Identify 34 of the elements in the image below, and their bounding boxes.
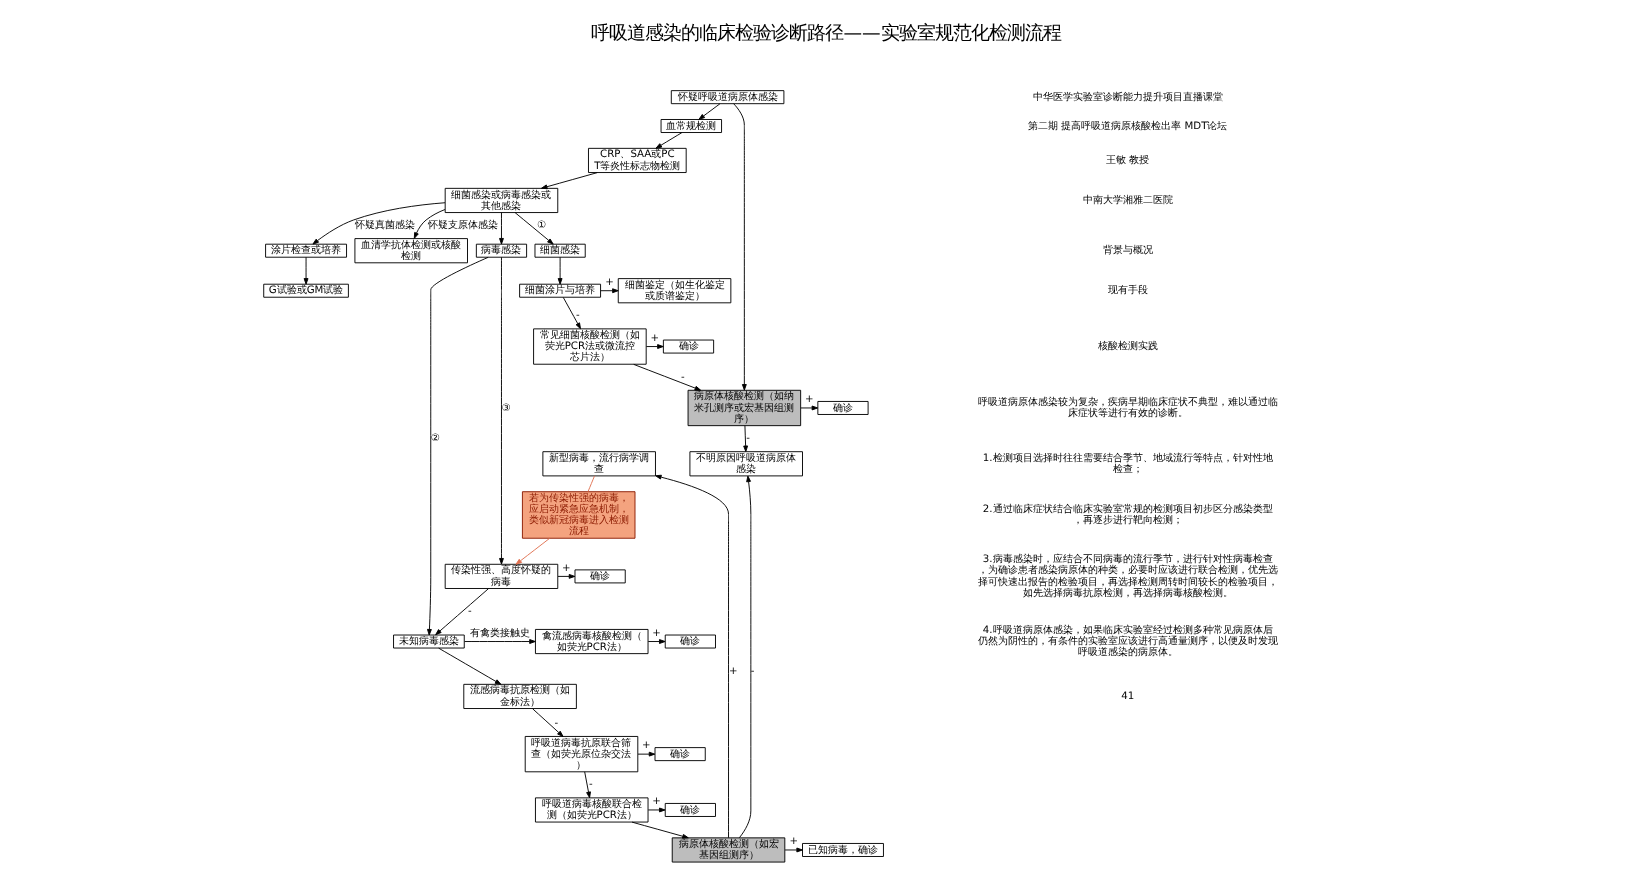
arrow [463,639,535,644]
arrow [737,475,751,839]
arrow [697,103,720,120]
arrow [644,344,663,349]
arrow [632,363,701,391]
arrow [426,256,488,636]
arrow [556,256,562,285]
arrow [630,821,688,839]
arrow [498,212,503,245]
arrow [636,751,655,757]
arrow [556,573,575,579]
arrow [599,288,618,294]
connector [586,475,594,493]
arrow [531,708,563,737]
arrow [646,639,665,644]
arrow [302,256,308,285]
arrow [434,588,488,636]
arrow [799,405,818,411]
arrow [654,132,682,149]
arrow [783,847,802,853]
arrow [561,296,580,330]
arrow [646,807,665,813]
arrow [437,647,501,685]
arrow [514,537,549,565]
arrow [654,474,728,839]
arrow [513,212,553,245]
arrow [498,256,503,565]
diagram-title: 呼吸道感染的临床检验诊断路径——实验室规范化检测流程 [590,22,1060,45]
arrow [732,103,746,391]
arrow [540,172,597,190]
arrow [311,202,445,245]
arrow [412,209,445,239]
arrow [742,425,748,453]
arrow [583,771,590,799]
